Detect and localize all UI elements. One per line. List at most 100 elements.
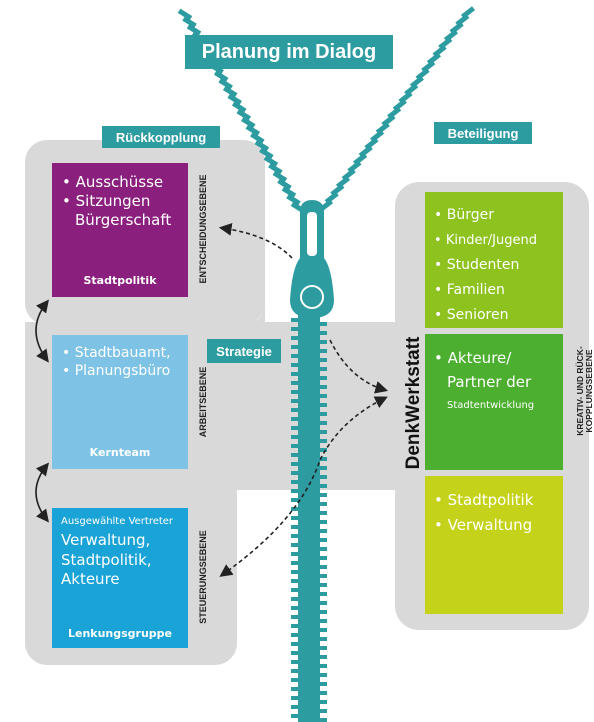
- zipper-tooth: [236, 109, 252, 121]
- zipper-tooth: [315, 610, 327, 614]
- list-item: Akteure/: [434, 346, 563, 370]
- zipper-tooth: [315, 376, 327, 380]
- zipper-tooth: [315, 664, 327, 668]
- arrow-to-entscheidung: [218, 223, 293, 259]
- box-lenkungsgruppe: Ausgewählte Vertreter Verwaltung, Stadtp…: [52, 508, 188, 648]
- zipper-tooth: [291, 696, 303, 700]
- zipper-tooth: [291, 345, 303, 349]
- zipper-tooth: [315, 619, 327, 623]
- list-item: Bürger: [434, 203, 563, 228]
- zipper-tooth: [315, 655, 327, 659]
- zipper-tooth: [315, 322, 327, 326]
- list-item: Stadtpolitik: [434, 488, 563, 513]
- zipper-tooth: [315, 709, 327, 713]
- zipper-tooth: [281, 186, 297, 198]
- zipper-tooth: [291, 372, 303, 376]
- page-title: Planung im Dialog: [185, 35, 393, 69]
- zipper-tooth: [315, 367, 327, 371]
- zipper-tooth: [315, 682, 327, 686]
- lenkungsgruppe-line: Verwaltung,: [61, 531, 151, 549]
- zipper-tooth: [241, 116, 256, 129]
- zipper-slider: [290, 200, 334, 318]
- zipper-tooth: [218, 78, 233, 90]
- list-item: Ausschüsse: [62, 173, 188, 192]
- zipper-tooth: [250, 132, 265, 144]
- zipper-tooth: [315, 349, 327, 353]
- zipper-tooth: [291, 597, 303, 601]
- lenkungsgruppe-header: Ausgewählte Vertreter: [61, 516, 174, 527]
- level-kreativ: KREATIV- UND RÜCK- KOPPLUNGSEBENE: [575, 316, 594, 466]
- zipper-tooth: [177, 8, 193, 21]
- list-item: Stadtbauamt,: [62, 345, 188, 363]
- box-stadtpolitik: Ausschüsse Sitzungen Bürgerschaft Stadtp…: [52, 163, 188, 297]
- zipper-tooth: [291, 363, 303, 367]
- zipper-tooth: [291, 615, 303, 619]
- zipper-tooth: [291, 624, 303, 628]
- level-steuerung: STEUERUNGSEBENE: [198, 530, 208, 624]
- zipper-tooth: [213, 70, 229, 83]
- zipper-tooth: [291, 318, 303, 322]
- zipper-tooth: [315, 358, 327, 362]
- zipper-tooth: [315, 331, 327, 335]
- zipper-tooth: [268, 163, 283, 175]
- zipper-tooth: [291, 381, 303, 385]
- double-arrow-top: [35, 299, 49, 363]
- zipper-tooth: [277, 178, 292, 191]
- box-buerger: Bürger Kinder/Jugend Studenten Familien …: [425, 192, 563, 328]
- level-kreativ-line2: KOPPLUNGSEBENE: [583, 349, 594, 433]
- zipper-tooth: [291, 642, 303, 646]
- zipper-tooth: [291, 633, 303, 637]
- stadtpolitik-list: Ausschüsse Sitzungen: [62, 173, 188, 211]
- zipper-tooth: [231, 101, 247, 113]
- akteure-line2: Partner der: [447, 373, 532, 391]
- zipper-tooth: [186, 24, 202, 36]
- zipper-tooth: [315, 583, 327, 587]
- zipper-tooth: [291, 606, 303, 610]
- zipper-tooth: [315, 601, 327, 605]
- kernteam-footer: Kernteam: [89, 446, 151, 459]
- arrow-to-denkwerkstatt-1: [329, 339, 389, 394]
- zipper-tooth: [315, 340, 327, 344]
- zipper-tooth: [263, 155, 279, 168]
- zipper-tooth: [315, 646, 327, 650]
- zipper-tooth: [291, 336, 303, 340]
- label-beteiligung: Beteiligung: [434, 122, 532, 144]
- zipper-tooth: [227, 93, 242, 106]
- zipper-tooth: [315, 673, 327, 677]
- arrow-from-steuerung: [219, 396, 388, 577]
- zipper-tooth: [291, 705, 303, 709]
- list-item: Senioren: [434, 303, 563, 328]
- zipper-tooth: [315, 394, 327, 398]
- zipper-tooth: [291, 687, 303, 691]
- zipper-tooth: [291, 669, 303, 673]
- list-item: Studenten: [434, 253, 563, 278]
- zipper-tooth: [272, 170, 288, 183]
- zipper-tooth: [315, 637, 327, 641]
- level-entscheidung: ENTSCHEIDUNGSEBENE: [198, 174, 208, 284]
- list-item: Kinder/Jugend: [434, 228, 563, 253]
- zipper-tooth: [291, 579, 303, 583]
- zipper-tooth: [291, 588, 303, 592]
- lenkungsgruppe-line: Stadtpolitik,: [61, 550, 152, 569]
- box-kernteam: Stadtbauamt, Planungsbüro Kernteam: [52, 335, 188, 469]
- zipper-tooth: [291, 678, 303, 682]
- zipper-tooth: [259, 147, 274, 160]
- zipper-tooth: [315, 628, 327, 632]
- buerger-list: Bürger Kinder/Jugend Studenten Familien …: [434, 203, 563, 328]
- label-rueckkopplung: Rückkopplung: [102, 126, 220, 148]
- zipper-tooth: [182, 16, 197, 29]
- zipper-tooth: [286, 193, 301, 206]
- stadtpolitik-footer: Stadtpolitik: [83, 274, 157, 287]
- verwaltung-list: Stadtpolitik Verwaltung: [434, 488, 563, 538]
- zipper-tooth: [222, 85, 238, 98]
- zipper-tooth: [254, 139, 270, 152]
- kernteam-list: Stadtbauamt, Planungsbüro: [62, 345, 188, 380]
- zipper-tooth: [291, 651, 303, 655]
- list-item: Planungsbüro: [62, 363, 188, 381]
- akteure-line3: Stadtentwicklung: [447, 400, 535, 411]
- box-akteure: Akteure/ Partner der Stadtentwicklung: [425, 334, 563, 470]
- denkwerkstatt-label: DenkWerkstatt: [403, 336, 424, 470]
- zipper-tooth: [291, 390, 303, 394]
- zipper-tooth: [315, 592, 327, 596]
